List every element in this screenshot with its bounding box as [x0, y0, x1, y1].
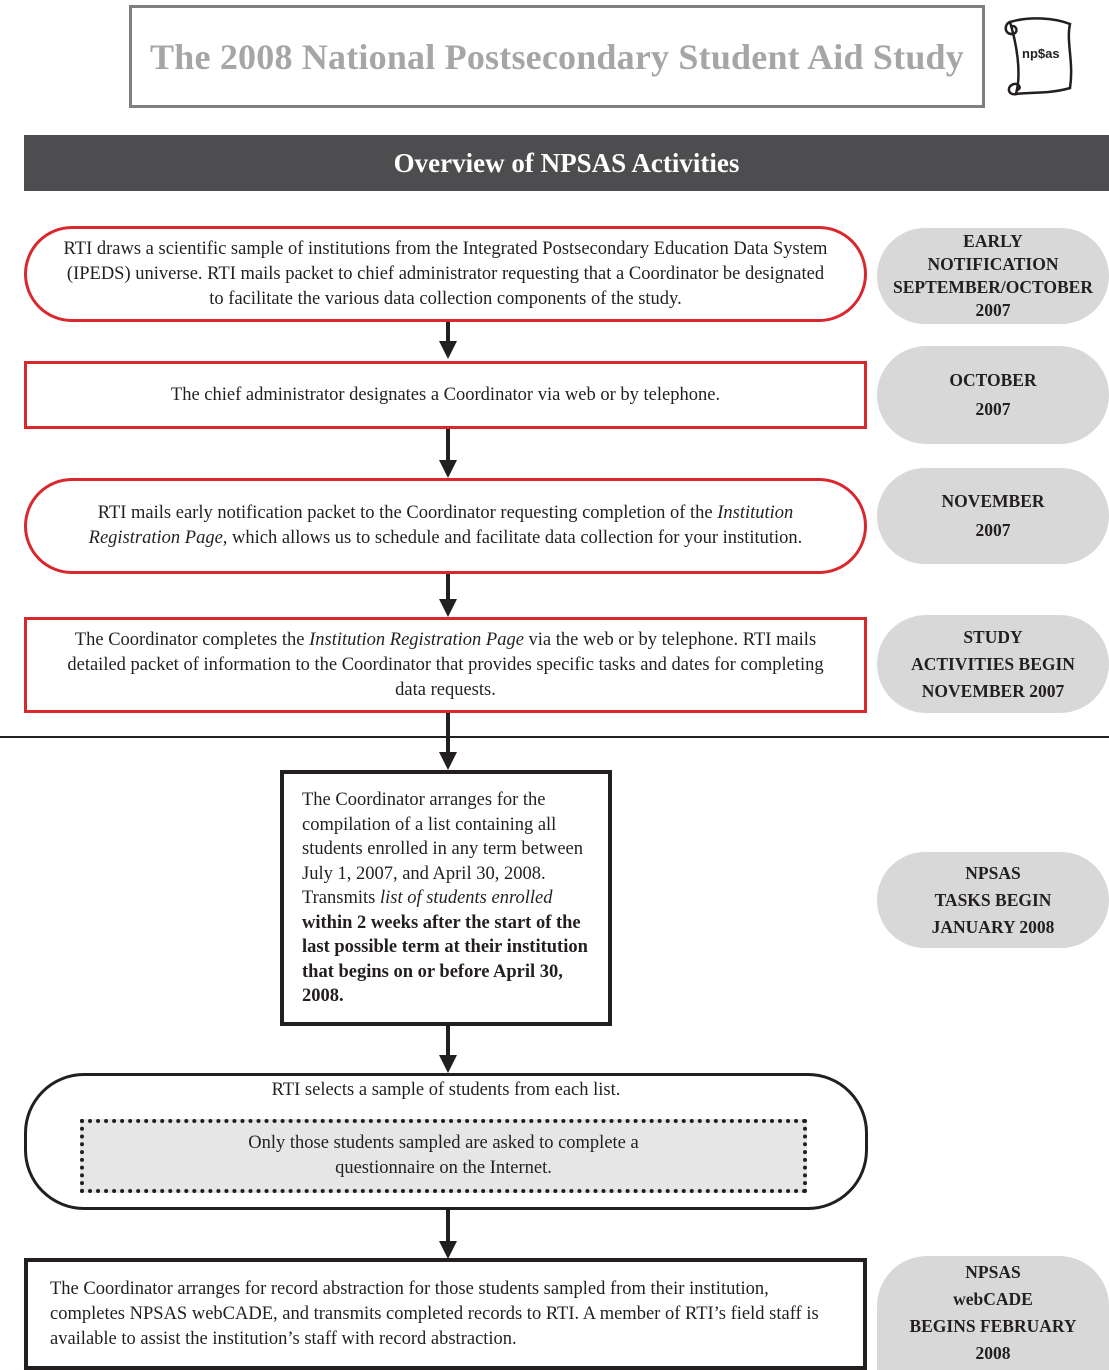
- flow-arrow-line: [446, 1026, 450, 1056]
- step-text-part: , which allows us to schedule and facili…: [222, 528, 803, 548]
- step-text: The Coordinator arranges for record abst…: [50, 1278, 819, 1349]
- date-line: webCADE: [953, 1289, 1033, 1309]
- flow-arrow-head: [439, 460, 457, 478]
- date-line: ACTIVITIES BEGIN: [911, 653, 1075, 674]
- step-text-part: The Coordinator completes the: [74, 629, 310, 650]
- step-text: The chief administrator designates a Coo…: [170, 384, 721, 405]
- step-text-italic: list of students enrolled: [379, 888, 553, 908]
- date-line: 2007: [975, 300, 1011, 320]
- date-line: TASKS BEGIN: [934, 889, 1052, 910]
- step-record-abstraction: The Coordinator arranges for record abst…: [24, 1258, 867, 1370]
- step-early-notification-packet: RTI mails early notification packet to t…: [24, 478, 867, 574]
- step-text-italic: Institution Registration Page: [309, 629, 524, 650]
- step-text-bold: within 2 weeks after the start of the la…: [302, 912, 588, 1007]
- flow-arrow-head: [439, 1055, 457, 1073]
- section-banner: Overview of NPSAS Activities: [24, 135, 1109, 191]
- step-sample-institutions: RTI draws a scientific sample of institu…: [24, 226, 867, 322]
- date-line: NOTIFICATION: [927, 254, 1059, 274]
- date-line: 2007: [975, 520, 1011, 540]
- step-text: RTI selects a sample of students from ea…: [271, 1080, 621, 1100]
- step-designate-coordinator: The chief administrator designates a Coo…: [24, 361, 867, 429]
- flow-arrow-head: [439, 752, 457, 770]
- note-text: Only those students sampled are asked to…: [248, 1133, 639, 1178]
- note-box: Only those students sampled are asked to…: [80, 1119, 807, 1193]
- date-badge-november: NOVEMBER 2007: [877, 468, 1109, 564]
- title-frame: [129, 5, 985, 108]
- flow-arrow-head: [439, 341, 457, 359]
- page-title: The 2008 National Postsecondary Student …: [150, 36, 964, 77]
- date-line: NOVEMBER 2007: [921, 680, 1065, 701]
- date-line: BEGINS FEBRUARY: [909, 1316, 1077, 1336]
- date-line: OCTOBER: [949, 370, 1037, 390]
- date-badge-study-activities: STUDY ACTIVITIES BEGIN NOVEMBER 2007: [877, 615, 1109, 713]
- date-line: 2007: [975, 399, 1011, 419]
- date-line: 2008: [975, 1343, 1011, 1363]
- flow-arrow-line: [446, 1210, 450, 1242]
- date-line: NPSAS: [965, 862, 1021, 883]
- date-badge-npsas-tasks: NPSAS TASKS BEGIN JANUARY 2008: [877, 852, 1109, 948]
- date-badge-early-notification: EARLY NOTIFICATION SEPTEMBER/OCTOBER 200…: [877, 228, 1109, 324]
- logo-text: np$as: [1022, 46, 1060, 61]
- date-line: EARLY: [963, 231, 1023, 251]
- flow-arrow-head: [439, 599, 457, 617]
- step-text-part: RTI mails early notification packet to t…: [97, 503, 718, 523]
- flow-arrow-line: [446, 713, 450, 753]
- step-text: RTI mails early notification packet to t…: [87, 501, 804, 551]
- section-divider: [0, 736, 1109, 738]
- date-line: NPSAS: [965, 1262, 1021, 1282]
- flow-arrow-line: [446, 322, 450, 342]
- flow-arrow-head: [439, 1241, 457, 1259]
- step-text: RTI draws a scientific sample of institu…: [63, 238, 828, 309]
- step-text-part: via the web or by telephone. RTI mails d…: [67, 629, 824, 700]
- step-student-list: The Coordinator arranges for the compila…: [280, 770, 612, 1026]
- date-badge-webcade: NPSAS webCADE BEGINS FEBRUARY 2008: [877, 1256, 1109, 1370]
- date-line: STUDY: [963, 626, 1023, 647]
- date-line: JANUARY 2008: [931, 916, 1055, 937]
- scroll-icon: [1004, 17, 1073, 96]
- step-text-italic: Institution Registration Page: [88, 503, 794, 548]
- date-line: SEPTEMBER/OCTOBER: [892, 277, 1093, 297]
- step-registration-page: The Coordinator completes the Institutio…: [24, 617, 867, 713]
- flow-arrow-line: [446, 429, 450, 461]
- date-line: NOVEMBER: [941, 491, 1045, 511]
- flow-arrow-line: [446, 574, 450, 600]
- step-text: The Coordinator completes the Institutio…: [57, 628, 834, 703]
- step-text-part: The Coordinator arranges for the compila…: [302, 790, 584, 908]
- date-badge-october: OCTOBER 2007: [877, 346, 1109, 444]
